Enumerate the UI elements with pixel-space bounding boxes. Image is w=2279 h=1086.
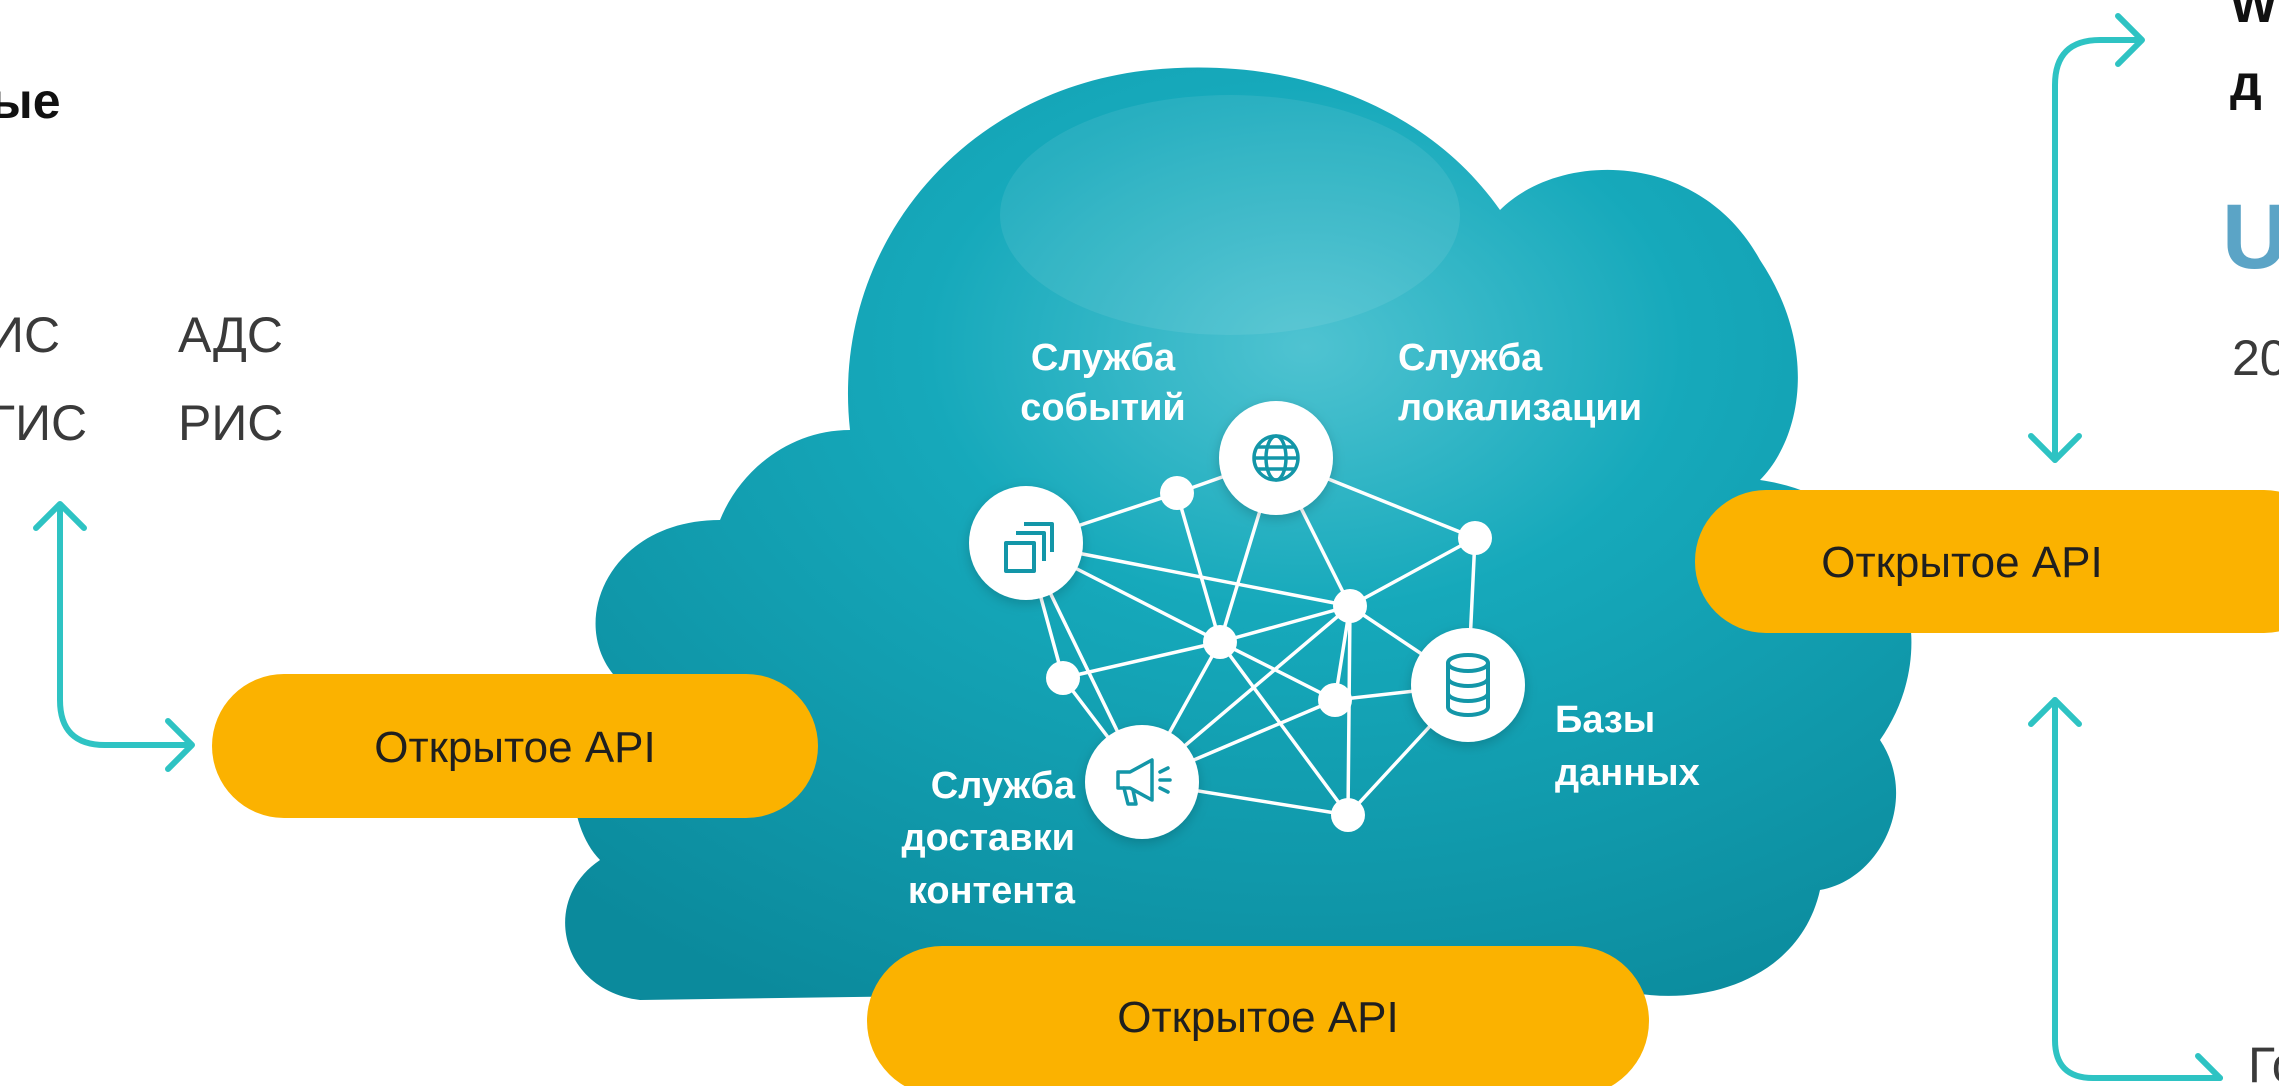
cloud-highlight (1000, 95, 1460, 335)
label-delivery-line1: Служба (931, 765, 1076, 807)
left-heading-fragment: ые (0, 73, 61, 129)
label-localization-line2: локализации (1398, 387, 1642, 429)
network-node (1458, 521, 1492, 555)
right-bottom-fragment: Го (2248, 1037, 2279, 1086)
left-item-ads: АДС (178, 307, 283, 363)
left-item-is: ИС (0, 307, 60, 363)
right-bottom-connector-arrow (2028, 697, 2223, 1081)
right-heading-line2: д (2230, 55, 2262, 111)
left-item-ris: РИС (178, 395, 283, 451)
label-databases-line2: данных (1555, 752, 1700, 794)
api-pill-right[interactable]: Открытое API (1695, 490, 2279, 633)
right-panel: W д U 20 Го (2222, 0, 2279, 1086)
right-logo-fragment: U (2222, 186, 2279, 288)
left-item-gis: ГИС (0, 395, 87, 451)
label-events-line2: событий (1020, 387, 1186, 429)
network-node (1203, 625, 1237, 659)
database-icon (1446, 653, 1490, 717)
globe-icon (1252, 434, 1300, 482)
network-node (1160, 476, 1194, 510)
label-databases-line1: Базы (1555, 699, 1655, 741)
left-connector-arrow (33, 501, 195, 772)
megaphone-icon (1116, 758, 1172, 806)
cloud (565, 67, 1912, 1000)
arrow-right-icon (2115, 13, 2145, 67)
arrow-right-icon (165, 718, 195, 772)
label-databases: Базы данных (1555, 699, 1700, 794)
network-node (1318, 683, 1352, 717)
copy-icon (1004, 522, 1054, 573)
right-number-fragment: 20 (2232, 330, 2279, 386)
label-localization: Служба локализации (1398, 337, 1642, 429)
network-node (1046, 661, 1080, 695)
left-panel: ые ИС АДС ГИС РИС (0, 73, 283, 451)
service-node-events (969, 486, 1083, 600)
network-small-nodes (1046, 476, 1492, 832)
network-node (1333, 589, 1367, 623)
api-pill-right-label: Открытое API (1821, 538, 2102, 587)
label-delivery: Служба доставки контента (902, 765, 1076, 912)
arrow-up-icon (33, 501, 87, 531)
network-node (1331, 798, 1365, 832)
label-events-line1: Служба (1031, 337, 1176, 379)
service-node-databases (1411, 628, 1525, 742)
api-pill-bottom-label: Открытое API (1117, 993, 1398, 1042)
label-localization-line1: Служба (1398, 337, 1543, 379)
arrow-right-icon (2195, 1053, 2223, 1081)
api-pill-left-label: Открытое API (374, 723, 655, 772)
service-node-localization (1219, 401, 1333, 515)
api-pill-left[interactable]: Открытое API (212, 674, 818, 818)
cloud-shape (565, 67, 1912, 1000)
arrow-down-icon (2028, 433, 2082, 463)
api-pill-bottom[interactable]: Открытое API (867, 946, 1649, 1086)
service-node-delivery (1085, 725, 1199, 839)
right-heading-line1: W (2230, 0, 2278, 33)
arrow-up-icon (2028, 697, 2082, 727)
label-events: Служба событий (1020, 337, 1186, 429)
label-delivery-line3: контента (908, 870, 1076, 912)
right-top-connector-arrow (2028, 13, 2145, 463)
label-delivery-line2: доставки (902, 817, 1075, 859)
